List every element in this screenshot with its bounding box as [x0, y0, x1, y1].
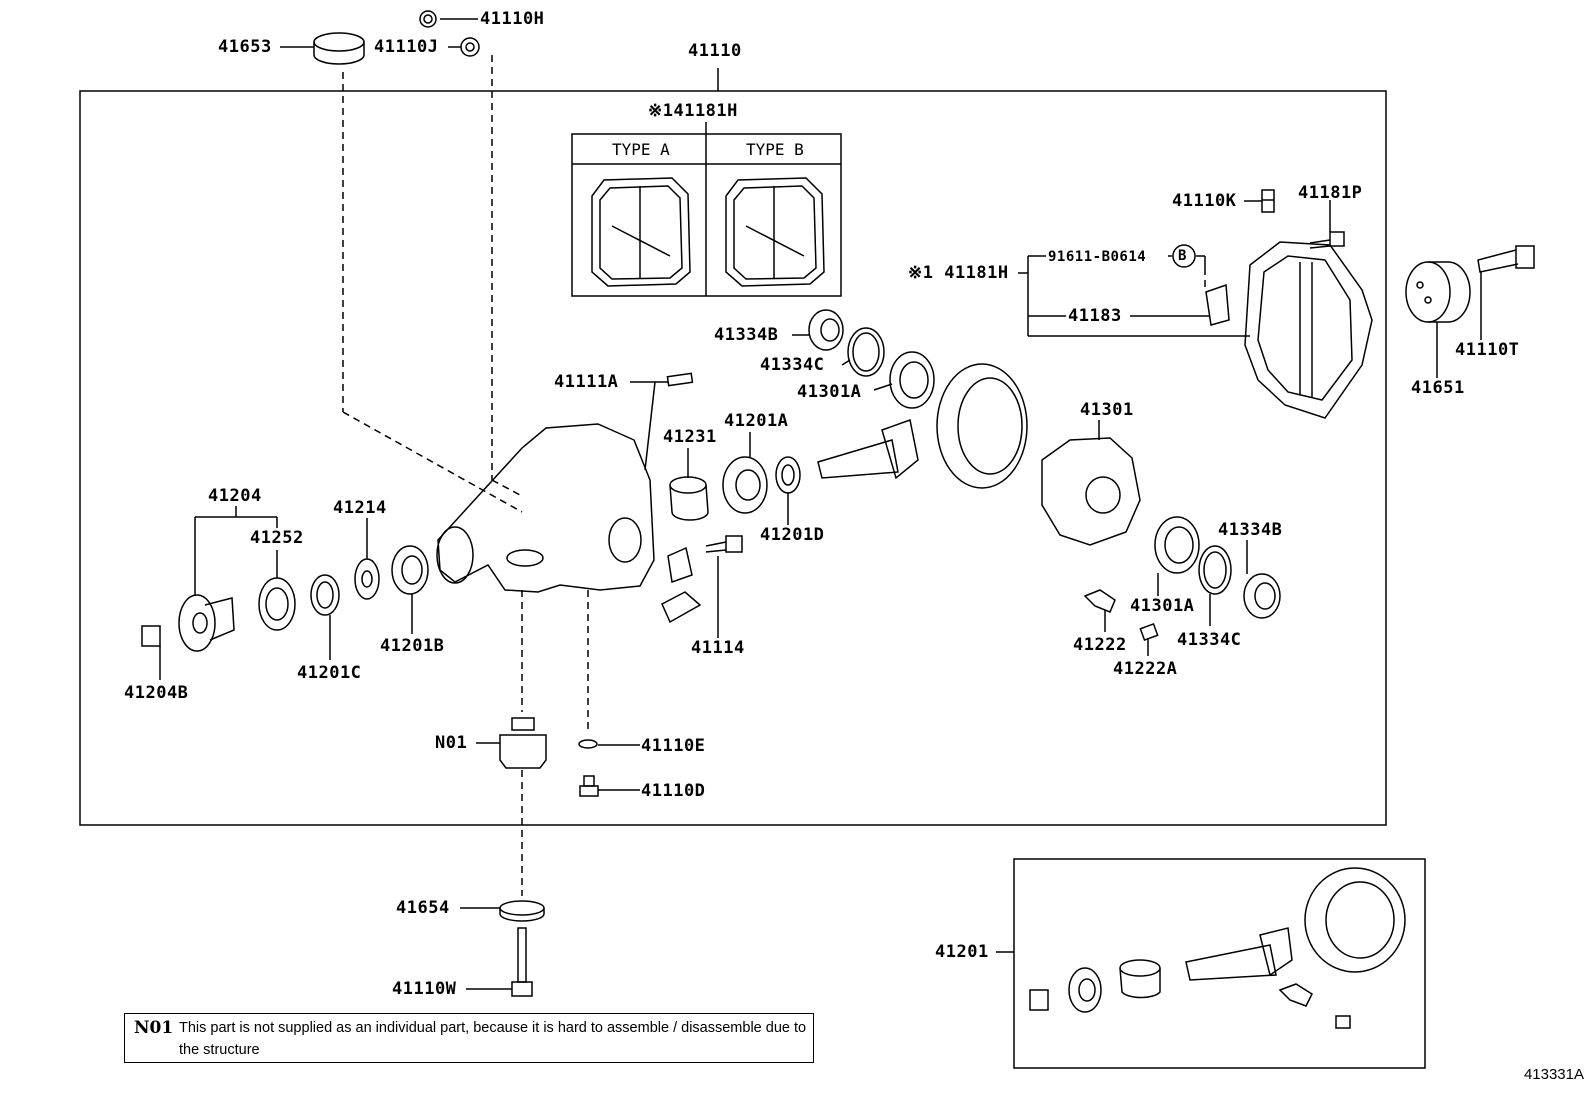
label-41201C: 41201C	[297, 663, 362, 683]
label-41110K: 41110K	[1172, 191, 1237, 211]
label-41252: 41252	[250, 528, 304, 548]
circled-b-marker	[1172, 244, 1196, 268]
part-41110D-stud	[579, 775, 599, 797]
part-41214-washer	[354, 558, 380, 600]
part-41653-cap	[313, 32, 365, 65]
label-41201A: 41201A	[724, 411, 789, 431]
label-41204: 41204	[208, 486, 262, 506]
label-41222A: 41222A	[1113, 659, 1178, 679]
leader-lines	[159, 18, 1482, 990]
part-carrier-housing	[436, 423, 655, 593]
part-differential-case	[1041, 437, 1141, 546]
label-41201: 41201	[935, 942, 989, 962]
diagram-reference-code: 413331A	[1523, 1066, 1584, 1083]
label-41654: 41654	[396, 898, 450, 918]
part-41110J-washer	[460, 37, 480, 57]
label-N01: N01	[435, 733, 468, 753]
part-41204-flange	[178, 594, 235, 652]
label-41653: 41653	[218, 37, 272, 57]
part-bearing-cap-lower	[661, 591, 702, 624]
part-41110H-plug	[419, 10, 437, 28]
label-41222: 41222	[1073, 635, 1127, 655]
part-ring-gear	[936, 363, 1028, 489]
part-41252-seal	[258, 577, 296, 631]
label-41110D: 41110D	[641, 781, 706, 801]
part-41334C-bottom	[1198, 545, 1232, 595]
part-41222-lock	[1083, 589, 1116, 613]
label-41110: 41110	[688, 41, 742, 61]
label-41181H-top: ※141181H	[648, 101, 738, 121]
part-41181P-bolt	[1309, 231, 1345, 249]
label-41334B-bottom: 41334B	[1218, 520, 1283, 540]
label-41334C-bottom: 41334C	[1177, 630, 1242, 650]
part-41201B-bearing	[391, 545, 429, 595]
label-41204B: 41204B	[124, 683, 189, 703]
part-41334B-bottom	[1243, 573, 1281, 619]
label-41111A: 41111A	[554, 372, 619, 392]
label-41214: 41214	[333, 498, 387, 518]
part-drive-pinion	[817, 419, 919, 480]
part-41231-spacer	[669, 476, 709, 521]
part-41201D-washer	[775, 456, 801, 494]
part-41654-cushion	[499, 900, 545, 922]
part-41110E-washer	[578, 739, 598, 749]
part-41111A-pin	[666, 372, 694, 387]
assembly-41110-frame	[79, 90, 1387, 826]
part-41110W-bolt	[511, 927, 533, 997]
label-41110J: 41110J	[374, 37, 439, 57]
label-41201D: 41201D	[760, 525, 825, 545]
label-41114: 41114	[691, 638, 745, 658]
label-41181P: 41181P	[1298, 183, 1363, 203]
part-41334C-top	[847, 327, 885, 377]
label-41181H-side: ※1 41181H	[908, 263, 1009, 283]
label-41301: 41301	[1080, 400, 1134, 420]
part-41651-cap	[1405, 261, 1471, 323]
part-41110T-bolt	[1477, 245, 1535, 273]
kit-41201-frame	[1013, 858, 1426, 1069]
part-bearing-cap-upper	[667, 546, 693, 584]
note-text: This part is not supplied as an individu…	[179, 1020, 807, 1058]
circled-b-letter: B	[1178, 248, 1187, 264]
kit-41201-parts	[1029, 867, 1406, 1029]
label-41110W: 41110W	[392, 979, 457, 999]
gasket-type-table	[571, 122, 842, 297]
part-41222A-bolt	[1139, 623, 1159, 641]
type-b-header: TYPE B	[746, 140, 804, 159]
label-41110E: 41110E	[641, 736, 706, 756]
type-a-header: TYPE A	[612, 140, 670, 159]
part-41201C-spacer	[310, 574, 340, 616]
assembly-guide-lines	[342, 55, 1206, 896]
label-41110H: 41110H	[480, 9, 545, 29]
label-41201B: 41201B	[380, 636, 445, 656]
part-41301A-bottom	[1154, 516, 1200, 574]
label-41183: 41183	[1068, 306, 1122, 326]
note-code: N01	[134, 1018, 174, 1038]
label-41110T: 41110T	[1455, 340, 1520, 360]
label-41231: 41231	[663, 427, 717, 447]
note-box: N01 This part is not supplied as an indi…	[124, 1013, 814, 1063]
part-41114-bolt	[705, 535, 743, 553]
label-91611-B0614: 91611-B0614	[1048, 249, 1147, 265]
label-41301A-top: 41301A	[797, 382, 862, 402]
part-41201A-bearing	[722, 456, 768, 514]
label-41334C-top: 41334C	[760, 355, 825, 375]
label-41301A-bottom: 41301A	[1130, 596, 1195, 616]
label-41334B-top: 41334B	[714, 325, 779, 345]
label-41651: 41651	[1411, 378, 1465, 398]
part-41301A-top	[889, 351, 935, 409]
part-41110K-breather	[1261, 189, 1275, 213]
part-41183-plate	[1205, 283, 1230, 326]
part-differential-cover	[1244, 241, 1373, 419]
part-41334B-top	[808, 309, 844, 351]
part-N01-mount	[499, 717, 547, 769]
part-41204B-nut	[141, 625, 161, 647]
